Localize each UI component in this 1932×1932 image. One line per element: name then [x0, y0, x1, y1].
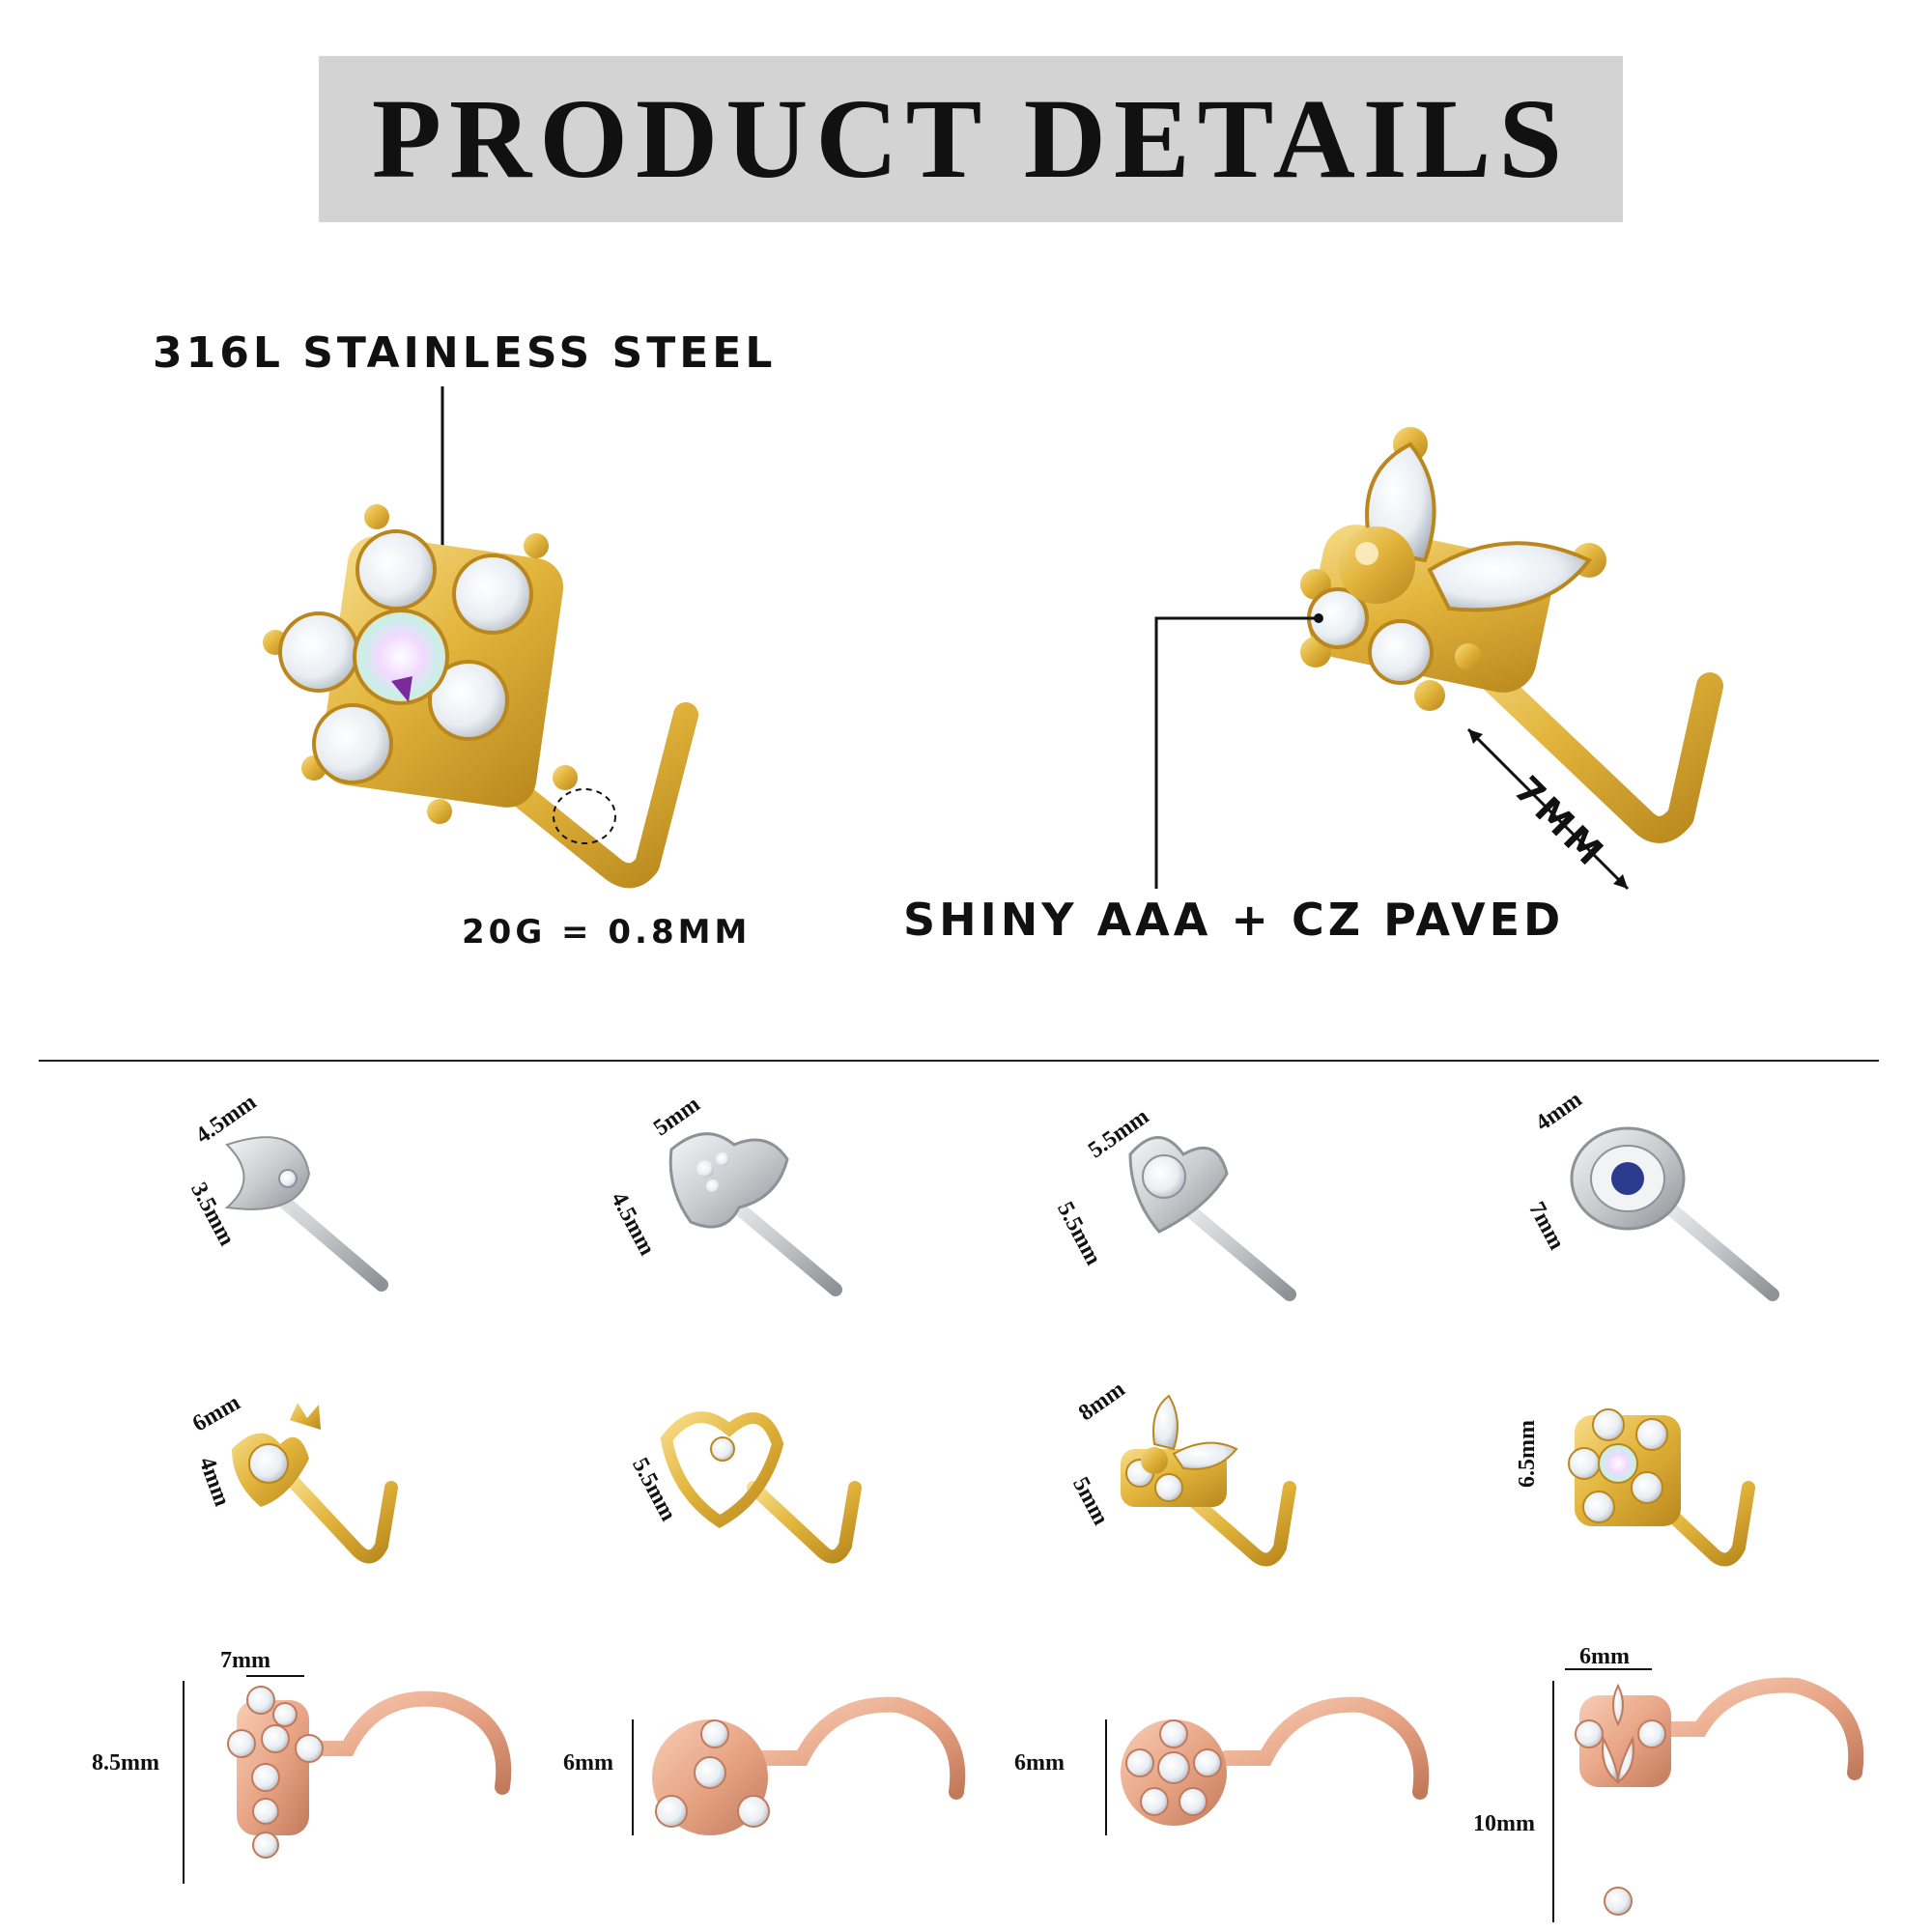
page-title: PRODUCT DETAILS [371, 75, 1571, 202]
material-label: 316L STAINLESS STEEL [153, 328, 777, 378]
flower-stud-icon [263, 504, 698, 889]
row3-item1-height: 8.5mm [92, 1750, 159, 1776]
flower-small-stud-icon [1568, 1408, 1755, 1567]
row3-item4-height: 10mm [1473, 1811, 1535, 1836]
row3-item3-height: 6mm [1014, 1750, 1065, 1776]
dangle-stud-icon [1552, 1668, 1864, 1922]
flower-cluster-stud-icon [1105, 1696, 1430, 1835]
moon-stud-icon [224, 1136, 388, 1292]
butterfly-stud-icon [1300, 427, 1723, 843]
row3-item1-width: 7mm [220, 1648, 270, 1673]
butterfly-small-stud-icon [1121, 1394, 1296, 1567]
evil-eye-stud-icon [1570, 1126, 1779, 1301]
butterfly-silver-stud-icon [668, 1132, 842, 1296]
gauge-label: 20G = 0.8MM [462, 913, 752, 952]
section-divider [39, 1060, 1879, 1062]
cross-stud-icon [183, 1675, 512, 1884]
page-title-banner: PRODUCT DETAILS [319, 56, 1623, 222]
stones-label: SHINY AAA + CZ PAVED [903, 894, 1565, 946]
heart-stud-icon [1128, 1136, 1296, 1301]
celtic-knot-stud-icon [660, 1411, 862, 1564]
crown-heart-stud-icon [232, 1403, 398, 1564]
row3-item4-width: 6mm [1579, 1644, 1630, 1669]
row2-item4-height: 6.5mm [1515, 1420, 1540, 1488]
stones-callout-line [1154, 613, 1630, 891]
knot-cluster-stud-icon [632, 1696, 966, 1835]
row3-item2-height: 6mm [563, 1750, 613, 1776]
